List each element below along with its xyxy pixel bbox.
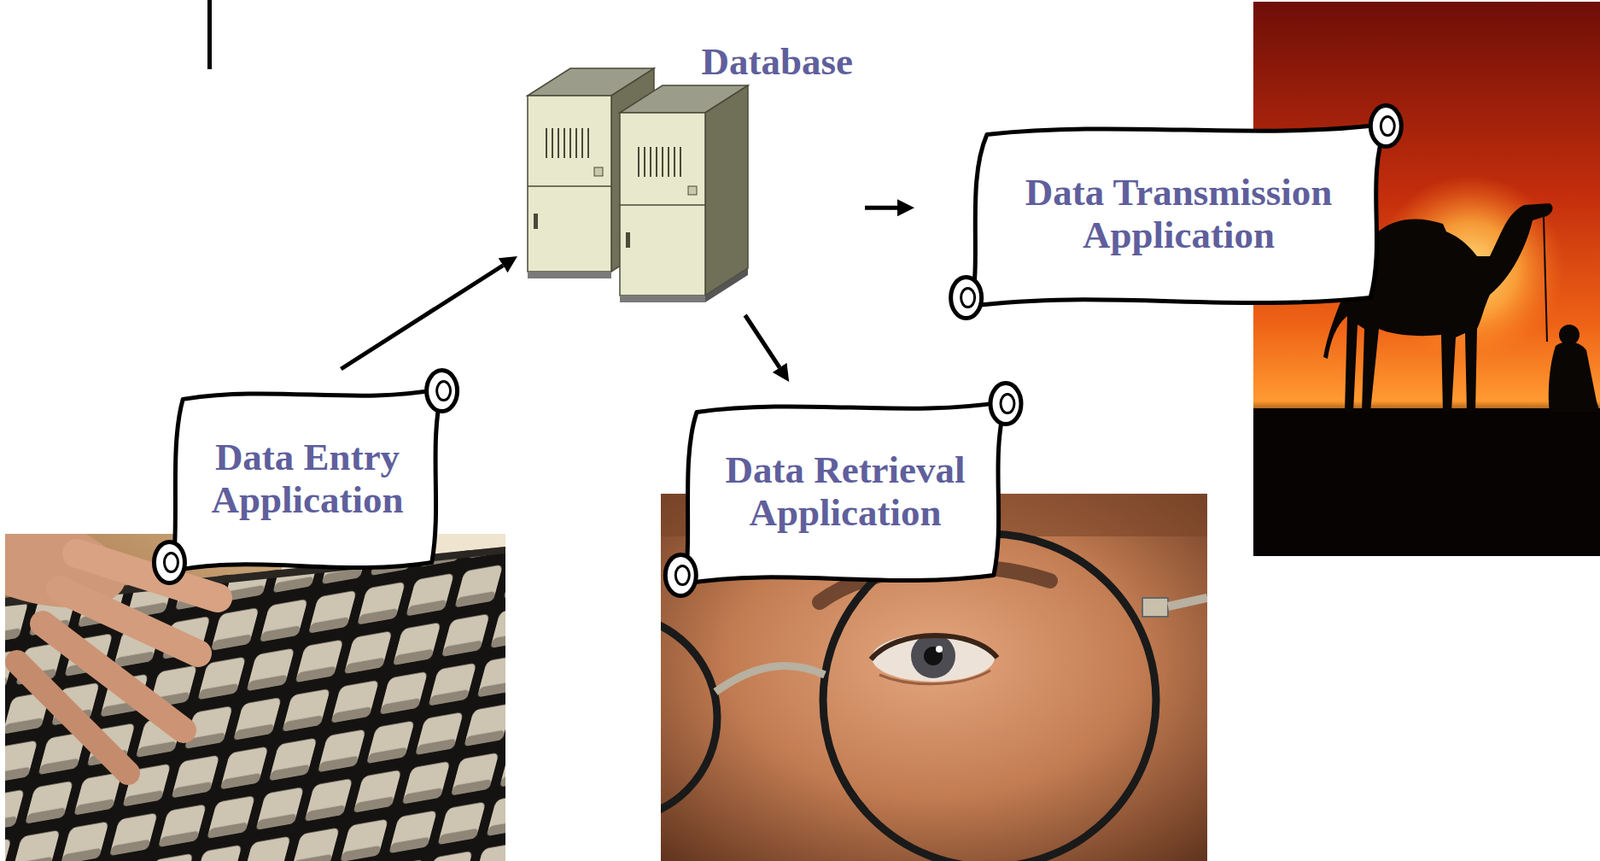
eye-photo-part [923, 646, 943, 666]
scroll-node: Data Entry Application [139, 373, 476, 584]
server-icon-part [533, 213, 538, 229]
server-icon-part [638, 146, 681, 177]
server-icon [527, 68, 748, 303]
scroll-roll [163, 553, 178, 573]
server-icon-part [705, 85, 748, 296]
eye-photo-part [823, 533, 1157, 861]
arrow-connector [745, 315, 780, 368]
server-icon-part-part [551, 128, 554, 158]
scroll-node: Data Retrieval Application [644, 386, 1046, 596]
scroll-roll [675, 566, 690, 585]
hand [5, 533, 218, 773]
eye-photo-part [935, 645, 943, 653]
scroll-roll [1000, 394, 1015, 414]
server-icon-part-part [587, 128, 590, 158]
node-label: Data Retrieval Application [712, 449, 978, 534]
keyboard-photo [5, 533, 506, 861]
eye-photo-part [1167, 597, 1208, 607]
server-icon-part [619, 204, 706, 206]
server-icon-part [546, 128, 589, 158]
server-icon-part [619, 112, 706, 296]
camel-photo-part [1548, 341, 1600, 412]
scroll-roll [1380, 116, 1395, 136]
keyboard-photo-part [5, 546, 506, 861]
scroll-outline [971, 123, 1387, 306]
scroll-roll [951, 277, 982, 319]
server-icon-part [527, 95, 612, 272]
camel-photo-part [1374, 218, 1452, 248]
scroll-outline [172, 388, 442, 571]
corner-rule [207, 0, 212, 70]
server-icon-part-part [667, 146, 670, 177]
camel-photo-part [1253, 408, 1600, 556]
arrow-connector [340, 265, 503, 369]
scroll-roll [961, 288, 976, 308]
node-label: Data Transmission Application [1008, 171, 1350, 257]
scroll-roll [990, 383, 1022, 425]
eye-photo-part [910, 633, 956, 678]
scroll-roll [1370, 105, 1402, 147]
server-icon-part-part [637, 146, 640, 177]
server-icon-part-part [679, 146, 682, 177]
arrow-connector [864, 205, 898, 211]
server-icon-part-part [581, 128, 584, 158]
server-icon-part-part [643, 146, 646, 177]
server-icon-part-part [661, 146, 664, 177]
server-icon-part [527, 271, 612, 279]
server-icon-part-part [673, 146, 676, 177]
node-label: Database [701, 40, 854, 84]
server-icon-part-part [557, 128, 560, 158]
eye-photo-part [870, 635, 998, 660]
scroll-roll [153, 542, 185, 584]
eye-photo-part [1142, 597, 1168, 617]
server-icon-part-part [545, 128, 548, 158]
server-icon-part [594, 167, 603, 176]
eye-photo-part [715, 665, 825, 692]
server-icon-part-part [569, 128, 572, 158]
scroll-roll [665, 554, 696, 596]
camel-photo-part [1543, 216, 1548, 342]
server-icon-part-part [655, 146, 658, 177]
server-icon-part [625, 232, 631, 248]
server-icon-part-part [575, 128, 578, 158]
server-icon-part [619, 295, 706, 303]
server-icon-part-part [563, 128, 566, 158]
eye-photo-part [879, 670, 991, 684]
scroll-node: Data Transmission Application [919, 109, 1438, 319]
scroll-text-block: Data Transmission Application [1008, 171, 1350, 257]
server-icon-part-part [649, 146, 652, 177]
scroll-roll [437, 381, 451, 401]
scroll-roll [426, 370, 458, 412]
node-label: Data Entry Application [196, 436, 419, 521]
server-icon-part [705, 268, 748, 303]
scroll-text-block: Data Entry Application [196, 436, 419, 521]
database-node: Database [522, 40, 860, 310]
server-icon-part [527, 185, 612, 187]
eye-photo-part [660, 614, 718, 820]
hand-part [17, 661, 129, 773]
server-icon-part [688, 186, 697, 195]
scroll-outline [684, 401, 1006, 584]
scroll-text-block: Data Retrieval Application [712, 449, 978, 534]
database-label-block: Database [701, 40, 854, 84]
